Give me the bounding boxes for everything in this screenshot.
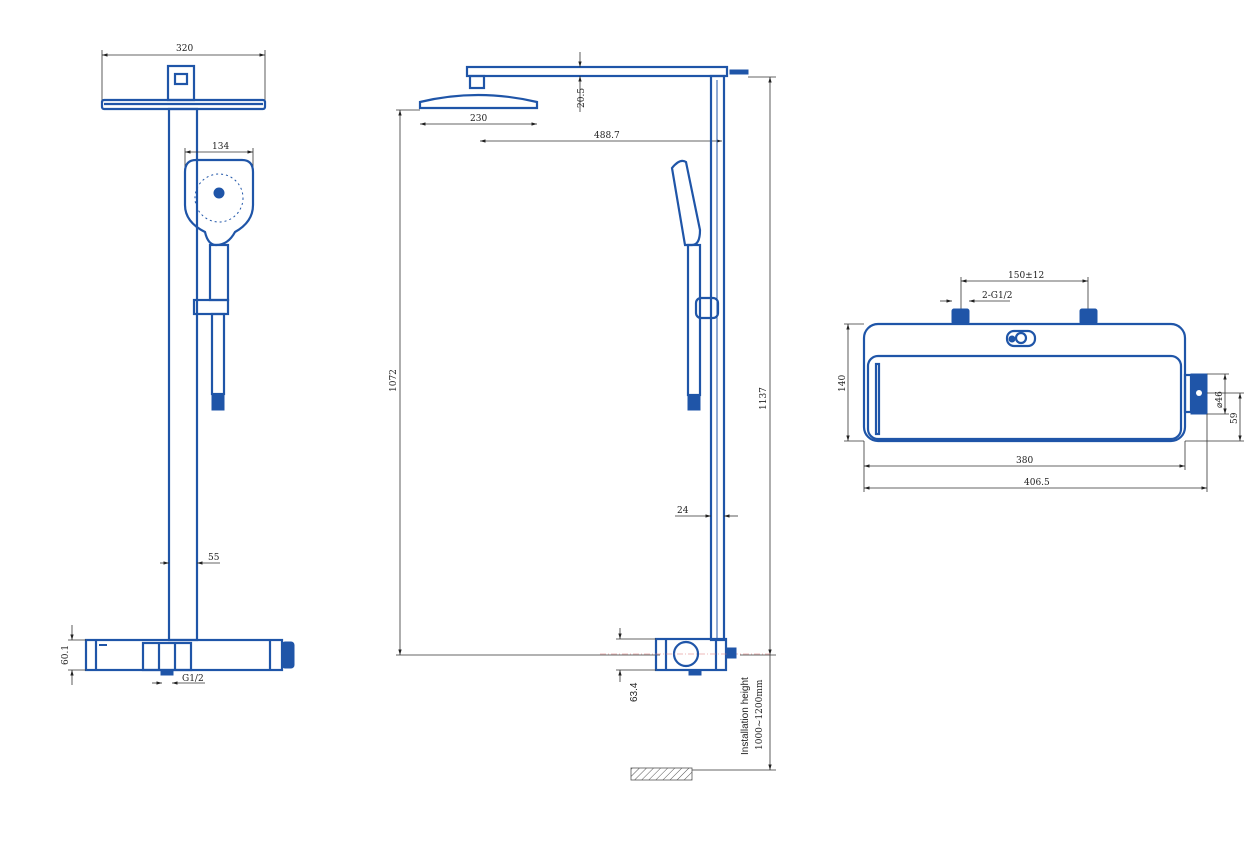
dim-hand-shower-width: 134 (212, 142, 229, 152)
hand-shower (183, 158, 255, 411)
dim-inlet-thread: 2-G1/2 (982, 291, 1012, 301)
hand-shower-side (670, 159, 720, 411)
shower-pole (167, 107, 199, 642)
side-view: 20.5 230 488.7 1072 1137 24 (389, 52, 776, 781)
dim-inlet-spacing: 150±12 (1008, 271, 1044, 281)
dim-knob-diameter: ⌀46 (1215, 391, 1225, 408)
hot-inlet (951, 308, 970, 325)
front-view: 320 134 55 (61, 44, 295, 685)
dim-arm-reach: 488.7 (594, 131, 620, 141)
dim-body-length: 380 (1016, 456, 1033, 466)
dim-head-diameter: 230 (470, 114, 487, 124)
top-view: 150±12 2-G1/2 140 ⌀46 59 380 406.5 (838, 271, 1244, 492)
shower-arm (465, 65, 729, 78)
dim-pole-diameter: 55 (208, 553, 220, 563)
cold-inlet (1079, 308, 1098, 325)
dim-knob-offset: 59 (1230, 412, 1240, 424)
dim-head-width: 320 (176, 44, 193, 54)
installation-height-label: Installation height (740, 677, 751, 755)
dim-total-height: 1137 (759, 387, 769, 410)
dim-body-depth: 140 (838, 375, 848, 392)
dim-valve-height: 60.1 (61, 645, 71, 665)
thermostatic-valve-side (600, 637, 770, 676)
floor-hatch (630, 767, 693, 781)
thermostatic-valve-front (84, 638, 295, 676)
dim-outlet-thread: G1/2 (182, 674, 204, 684)
dim-valve-depth: 63.4 (629, 682, 640, 702)
dim-arm-drop: 20.5 (577, 88, 587, 108)
dim-pole-offset: 24 (677, 506, 689, 516)
installation-height-range: 1000~1200mm (755, 679, 765, 750)
dim-head-height: 1072 (389, 369, 399, 392)
dim-overall-length: 406.5 (1024, 478, 1050, 488)
rain-shower-head-side (418, 93, 539, 110)
